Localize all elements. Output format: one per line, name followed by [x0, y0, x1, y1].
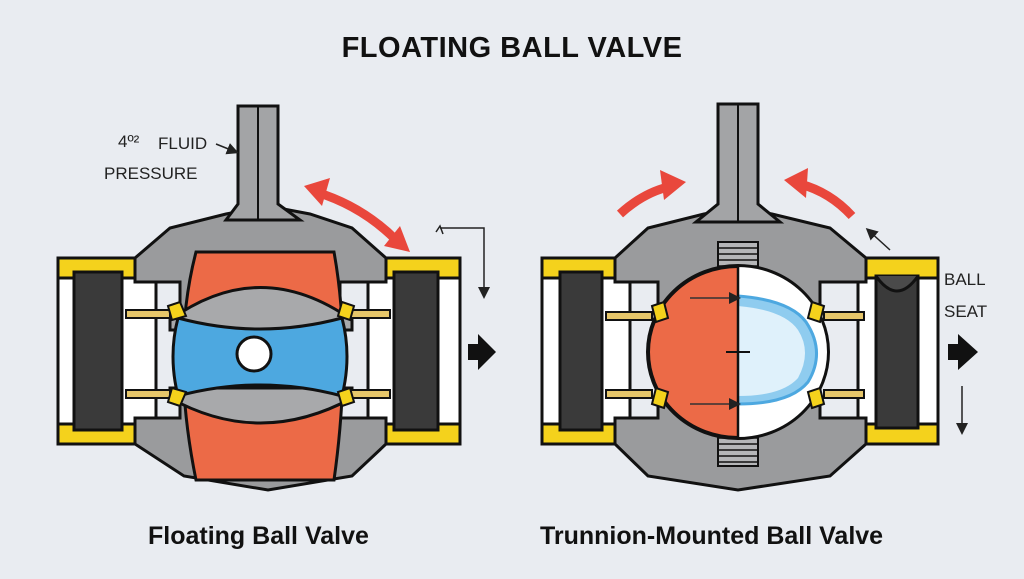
trunnion-ball-valve — [540, 102, 978, 492]
left-stem — [223, 104, 305, 222]
fluid-pressure-marker: 4º² — [118, 132, 140, 151]
right-rotation-arrow-right — [798, 179, 856, 220]
left-bore-hole — [235, 335, 273, 373]
seat-label: SEAT — [944, 302, 988, 321]
diagram-title: FLOATING BALL VALVE — [341, 32, 683, 64]
left-flow-arrow — [468, 334, 496, 370]
floating-ball-valve — [56, 104, 496, 492]
right-flow-arrow — [948, 334, 978, 370]
trunnion-valve-caption: Trunnion-Mounted Ball Valve — [540, 522, 884, 550]
fluid-label: FLUID — [158, 134, 208, 153]
pressure-label: PRESSURE — [104, 164, 198, 183]
floating-valve-caption: Floating Ball Valve — [148, 522, 369, 550]
ball-label: BALL — [944, 270, 986, 289]
